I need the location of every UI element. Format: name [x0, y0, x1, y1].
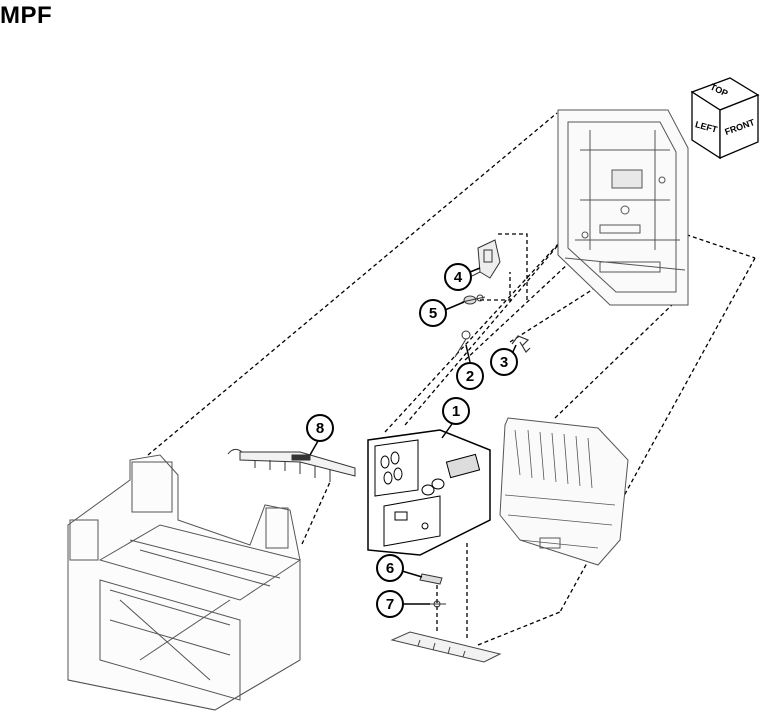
- callout-4-label: 4: [454, 269, 463, 286]
- callout-8-label: 8: [316, 420, 324, 437]
- orientation-cube: TOP LEFT FRONT: [690, 77, 760, 160]
- callout-3: 3: [490, 344, 518, 376]
- paper-path-unit: [499, 417, 629, 566]
- callout-1-label: 1: [452, 403, 460, 420]
- part-6-bracket: [419, 573, 443, 585]
- part-2-spring: [454, 330, 471, 358]
- part-5-gear: [461, 294, 486, 305]
- callout-3-label: 3: [500, 354, 508, 371]
- base-frame: [67, 454, 302, 711]
- callout-2: 2: [456, 344, 484, 390]
- bottom-rail: [390, 631, 502, 663]
- callout-1: 1: [441, 397, 470, 439]
- callout-5: 5: [419, 299, 465, 327]
- part-8-guide: [227, 448, 356, 482]
- part-1-roller-kit: [367, 429, 491, 556]
- part-4-bracket: [471, 239, 501, 279]
- callout-8: 8: [306, 414, 334, 456]
- callout-7: 7: [376, 590, 430, 618]
- callouts: 1 2 3 4 5 6 7: [306, 263, 518, 618]
- rear-frame-assembly: [557, 109, 689, 306]
- callout-5-label: 5: [429, 305, 437, 322]
- callout-4: 4: [444, 263, 481, 291]
- page-title: MPF: [0, 2, 53, 29]
- callout-6: 6: [376, 554, 423, 582]
- part-7-pin: [428, 600, 446, 608]
- callout-2-label: 2: [466, 368, 474, 385]
- part-3-clip: [511, 335, 531, 353]
- callout-6-label: 6: [386, 560, 394, 577]
- callout-7-label: 7: [386, 596, 394, 613]
